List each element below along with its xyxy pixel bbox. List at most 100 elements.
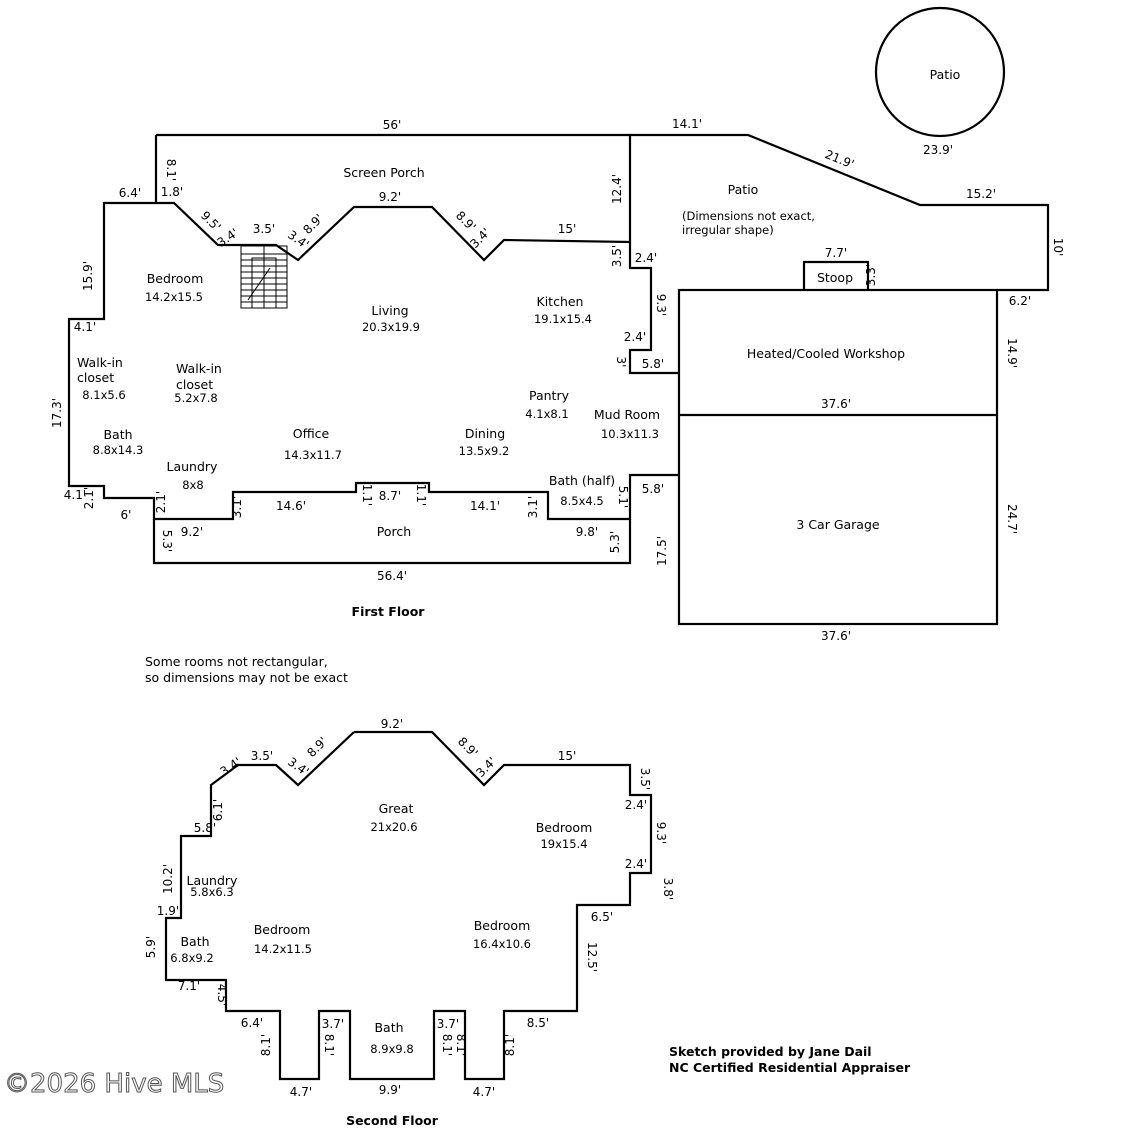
sf-dim-r4: 2.4' [625, 857, 647, 871]
sf-dim-r10: 4.7' [473, 1085, 495, 1099]
kitchen-size: 19.1x15.4 [534, 312, 592, 326]
dim-bot-h2: 14.6' [276, 499, 306, 513]
dim-k-v2: 9.3' [654, 294, 668, 316]
dim-shop-v: 14.9' [1005, 338, 1019, 368]
sf-laundry-size: 5.8x6.3 [190, 885, 233, 899]
sf-dim-r11: 8.1' [454, 1034, 468, 1056]
sf-bath-w-label: Bath [180, 934, 209, 949]
dim-bot-v2: 3.1' [230, 496, 244, 518]
dim-porch-left-v: 5.3' [160, 530, 174, 552]
sf-dim-bottom-center: 9.9' [379, 1083, 401, 1097]
dim-porch-right-v: 5.3' [608, 531, 622, 553]
dim-diag-right: 8.9' [453, 208, 479, 234]
second-floor-outline [164, 730, 653, 1081]
dim-shop-right-h: 6.2' [1009, 294, 1031, 308]
dim-left-top-v: 8.1' [164, 159, 178, 181]
dim-bot-v4: 1.1' [414, 484, 428, 506]
dim-diag-right-3: 8.9' [300, 211, 326, 237]
sf-dim-l7: 6.4' [241, 1016, 263, 1030]
note-line-2: so dimensions may not be exact [145, 670, 348, 685]
dim-garage-v: 24.7' [1005, 504, 1019, 534]
sf-bedroom-ne-size: 19x15.4 [540, 837, 587, 851]
dim-left-v3: 2.1' [82, 487, 96, 509]
sf-dim-l10: 8.1' [440, 1034, 454, 1056]
sf-dim-l6: 4.5' [215, 984, 229, 1006]
sf-bath-s-label: Bath [374, 1020, 403, 1035]
patio-outline [630, 133, 1050, 292]
house-outline [67, 133, 679, 521]
dim-porch-right: 9.8' [576, 525, 598, 539]
dim-bot-h1: 6' [121, 508, 132, 522]
sf-dim-dl: 8.9' [304, 734, 330, 760]
stoop-label: Stoop [817, 270, 853, 285]
mud-room-label: Mud Room [594, 407, 660, 422]
bath-half-label: Bath (half) [549, 473, 615, 488]
dim-bot-v3: 1.1' [360, 484, 374, 506]
dim-stair: 3.5' [253, 222, 275, 236]
dim-porch-bottom: 56.4' [377, 569, 407, 583]
dim-left-v2: 17.3' [50, 398, 64, 428]
dim-porch-col: 12.4' [610, 174, 624, 204]
bath-label: Bath [103, 427, 132, 442]
sf-dim-l11: 8.1' [322, 1034, 336, 1056]
first-floor-title: First Floor [352, 604, 426, 619]
sf-great-size: 21x20.6 [370, 820, 417, 834]
porch-label: Porch [377, 524, 411, 539]
garage-label: 3 Car Garage [796, 517, 880, 532]
sf-dim-r3: 9.3' [654, 822, 668, 844]
dim-left-h1: 4.1' [74, 320, 96, 334]
kitchen-stepped-wall [628, 242, 679, 375]
office-label: Office [293, 426, 330, 441]
sf-dim-dl3: 3.4' [218, 755, 244, 779]
sf-great-label: Great [379, 801, 414, 816]
pantry-size: 4.1x8.1 [525, 407, 568, 421]
laundry-label: Laundry [167, 459, 219, 474]
credit-line-2: NC Certified Residential Appraiser [669, 1060, 911, 1075]
dim-k-v1: 3.5' [610, 245, 624, 267]
office-size: 14.3x11.7 [284, 448, 342, 462]
round-patio-label: Patio [930, 67, 961, 82]
second-floor-labels: 9.2' 8.9' 3.4' 3.5' 3.4' 8.9' 3.4' 15' 3… [144, 717, 675, 1128]
dim-bot-v5: 3.1' [526, 496, 540, 518]
sf-dim-l8: 8.1' [259, 1034, 273, 1056]
second-floor-title: Second Floor [346, 1113, 439, 1128]
bedroom-label: Bedroom [147, 271, 204, 286]
dim-bot-v1: 2.1' [154, 491, 168, 513]
sf-dim-l9: 4.7' [290, 1085, 312, 1099]
sf-dim-top-right: 15' [558, 749, 577, 763]
watermark: ©2026 Hive MLS [4, 1069, 224, 1099]
walkin2-label-a: Walk-in [176, 361, 222, 376]
bedroom-size: 14.2x15.5 [145, 290, 203, 304]
dim-k-h1: 2.4' [635, 251, 657, 265]
workshop-label: Heated/Cooled Workshop [747, 346, 905, 361]
stair-icon [240, 245, 288, 309]
sf-dim-l4: 5.9' [144, 936, 158, 958]
sf-bedroom-w-size: 14.2x11.5 [254, 942, 312, 956]
pantry-label: Pantry [529, 388, 570, 403]
sf-dim-r6: 6.5' [591, 910, 613, 924]
walkin2-size: 5.2x7.8 [174, 391, 217, 405]
dim-porch-left: 9.2' [181, 525, 203, 539]
walkin1-label-b: closet [77, 370, 114, 385]
walkin1-size: 8.1x5.6 [82, 388, 125, 402]
dim-patio-end: 10' [1051, 238, 1065, 257]
sf-dim-r12: 3.7' [437, 1017, 459, 1031]
sf-dim-r9: 8.1' [503, 1034, 517, 1056]
sf-dim-r2: 2.4' [625, 798, 647, 812]
sf-dim-l5: 7.1' [178, 979, 200, 993]
sf-dim-l12: 3.7' [322, 1017, 344, 1031]
laundry-size: 8x8 [182, 478, 203, 492]
dim-stoop-h: 3.3' [864, 264, 878, 286]
sf-dim-stair: 3.5' [251, 749, 273, 763]
dim-bot-h4: 14.1' [470, 499, 500, 513]
dim-k-h3: 5.8' [642, 357, 664, 371]
sf-dim-r7: 12.5' [585, 942, 599, 972]
porch-outline [152, 519, 632, 565]
round-patio [874, 6, 1006, 138]
patio-note-1: (Dimensions not exact, [682, 209, 815, 223]
sf-bedroom-ne-label: Bedroom [536, 820, 593, 835]
sf-bath-s-size: 8.9x9.8 [370, 1042, 413, 1056]
living-label: Living [371, 303, 408, 318]
sf-dim-l1: 5.8' [194, 821, 216, 835]
sf-dim-r5: 3.8' [661, 878, 675, 900]
